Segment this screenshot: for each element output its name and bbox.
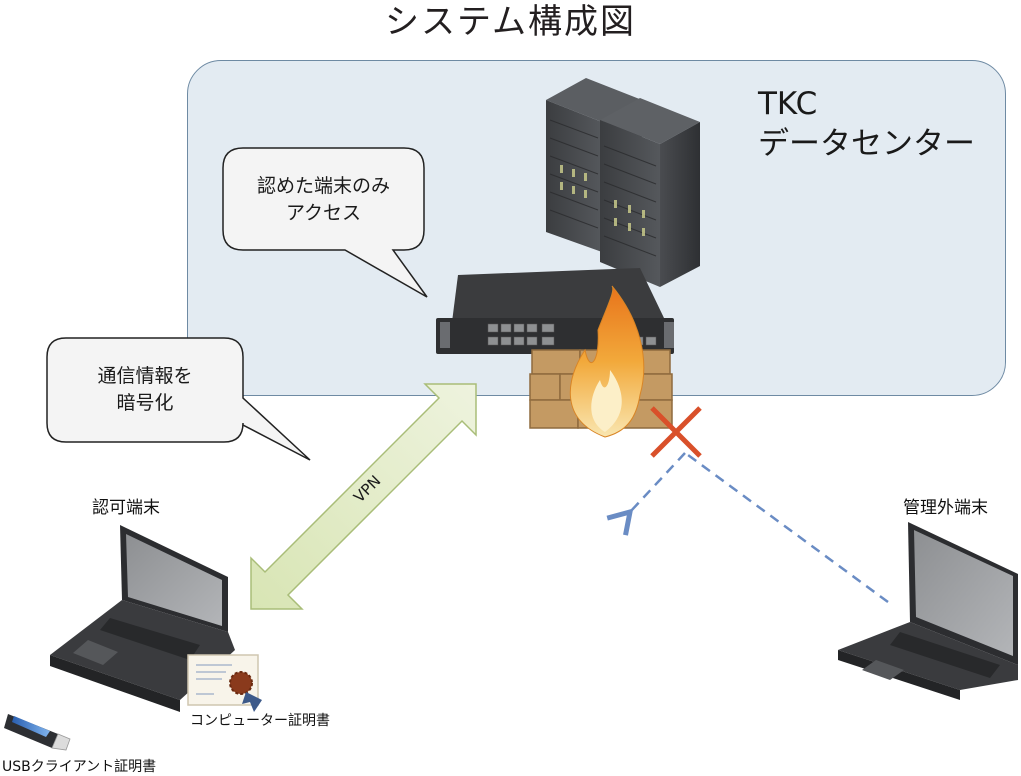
callout-encrypt-line1: 通信情報を	[97, 365, 193, 387]
authorized-terminal-label: 認可端末	[92, 498, 160, 518]
unmanaged-terminal-label: 管理外端末	[903, 498, 988, 518]
datacenter-label: TKC データセンター	[758, 84, 975, 164]
callout-encrypt-text: 通信情報を 暗号化	[47, 363, 243, 417]
callout-encrypt-line2: 暗号化	[116, 392, 174, 414]
vpn-arrow	[250, 383, 477, 610]
unmanaged-laptop-icon	[838, 522, 1018, 700]
callout-access-line1: 認めた端末のみ	[256, 175, 390, 197]
computer-certificate-icon	[187, 654, 262, 712]
usb-stick-icon	[4, 714, 71, 751]
callout-access-text: 認めた端末のみ アクセス	[223, 173, 424, 227]
firewall-icon	[529, 285, 673, 438]
blocked-x-icon	[650, 406, 702, 458]
usb-certificate-label: USBクライアント証明書	[2, 759, 157, 775]
callout-encrypt	[46, 337, 311, 461]
computer-certificate-label: コンピューター証明書	[190, 713, 330, 729]
datacenter-label-line2: データセンター	[758, 126, 975, 162]
blocked-access-path	[606, 452, 889, 604]
callout-access-line2: アクセス	[285, 202, 362, 224]
server-rack-icon	[546, 78, 700, 287]
callout-access	[222, 147, 428, 298]
datacenter-label-line1: TKC	[758, 86, 818, 122]
diagram-title: システム構成図	[385, 2, 636, 42]
